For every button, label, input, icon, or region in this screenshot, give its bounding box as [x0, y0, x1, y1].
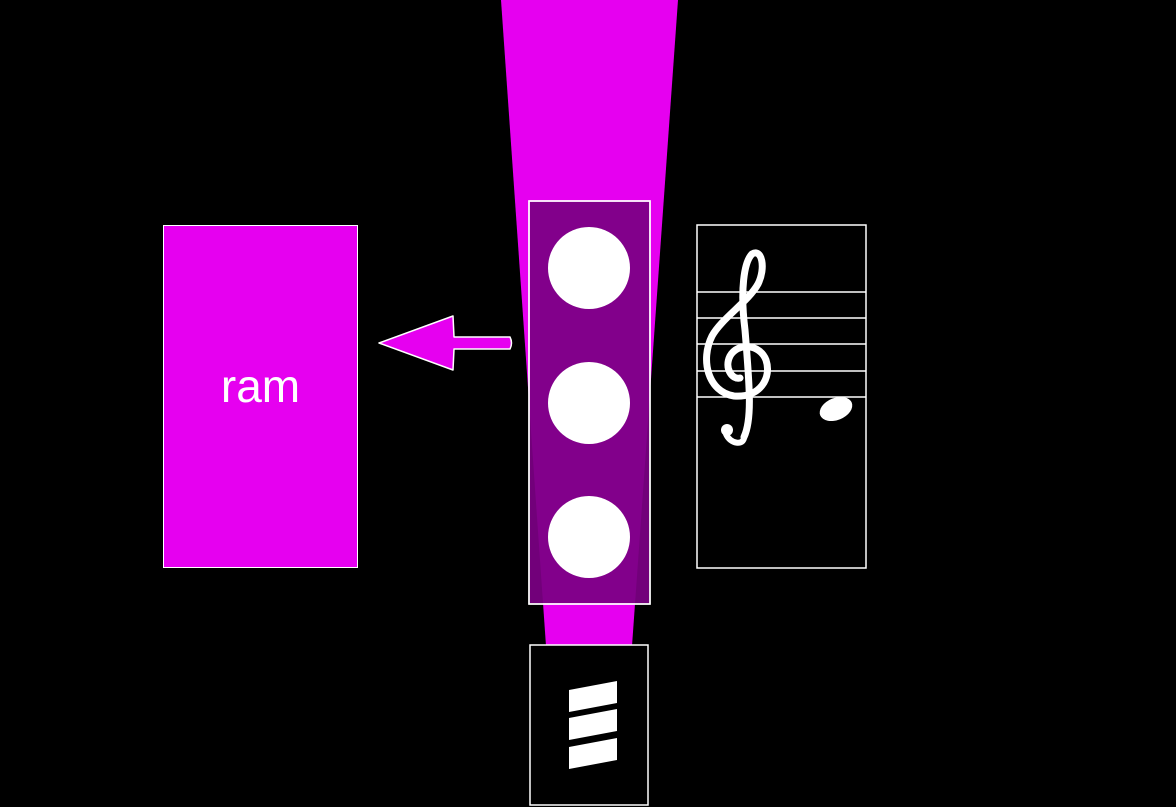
word-card-ram[interactable]: ram [163, 225, 358, 568]
three-stripes-icon [569, 681, 617, 769]
dot-top [548, 227, 630, 309]
stripes-card[interactable] [529, 644, 649, 806]
dot-bottom [548, 496, 630, 578]
dot-column-card[interactable] [528, 200, 651, 605]
treble-clef-icon [703, 249, 771, 446]
dot-middle [548, 362, 630, 444]
clef-tail-dot [721, 424, 733, 436]
staff-card[interactable] [696, 224, 867, 569]
whole-note-icon [819, 396, 853, 422]
word-card-label: ram [220, 359, 301, 412]
arrow-left-icon[interactable] [378, 315, 513, 371]
